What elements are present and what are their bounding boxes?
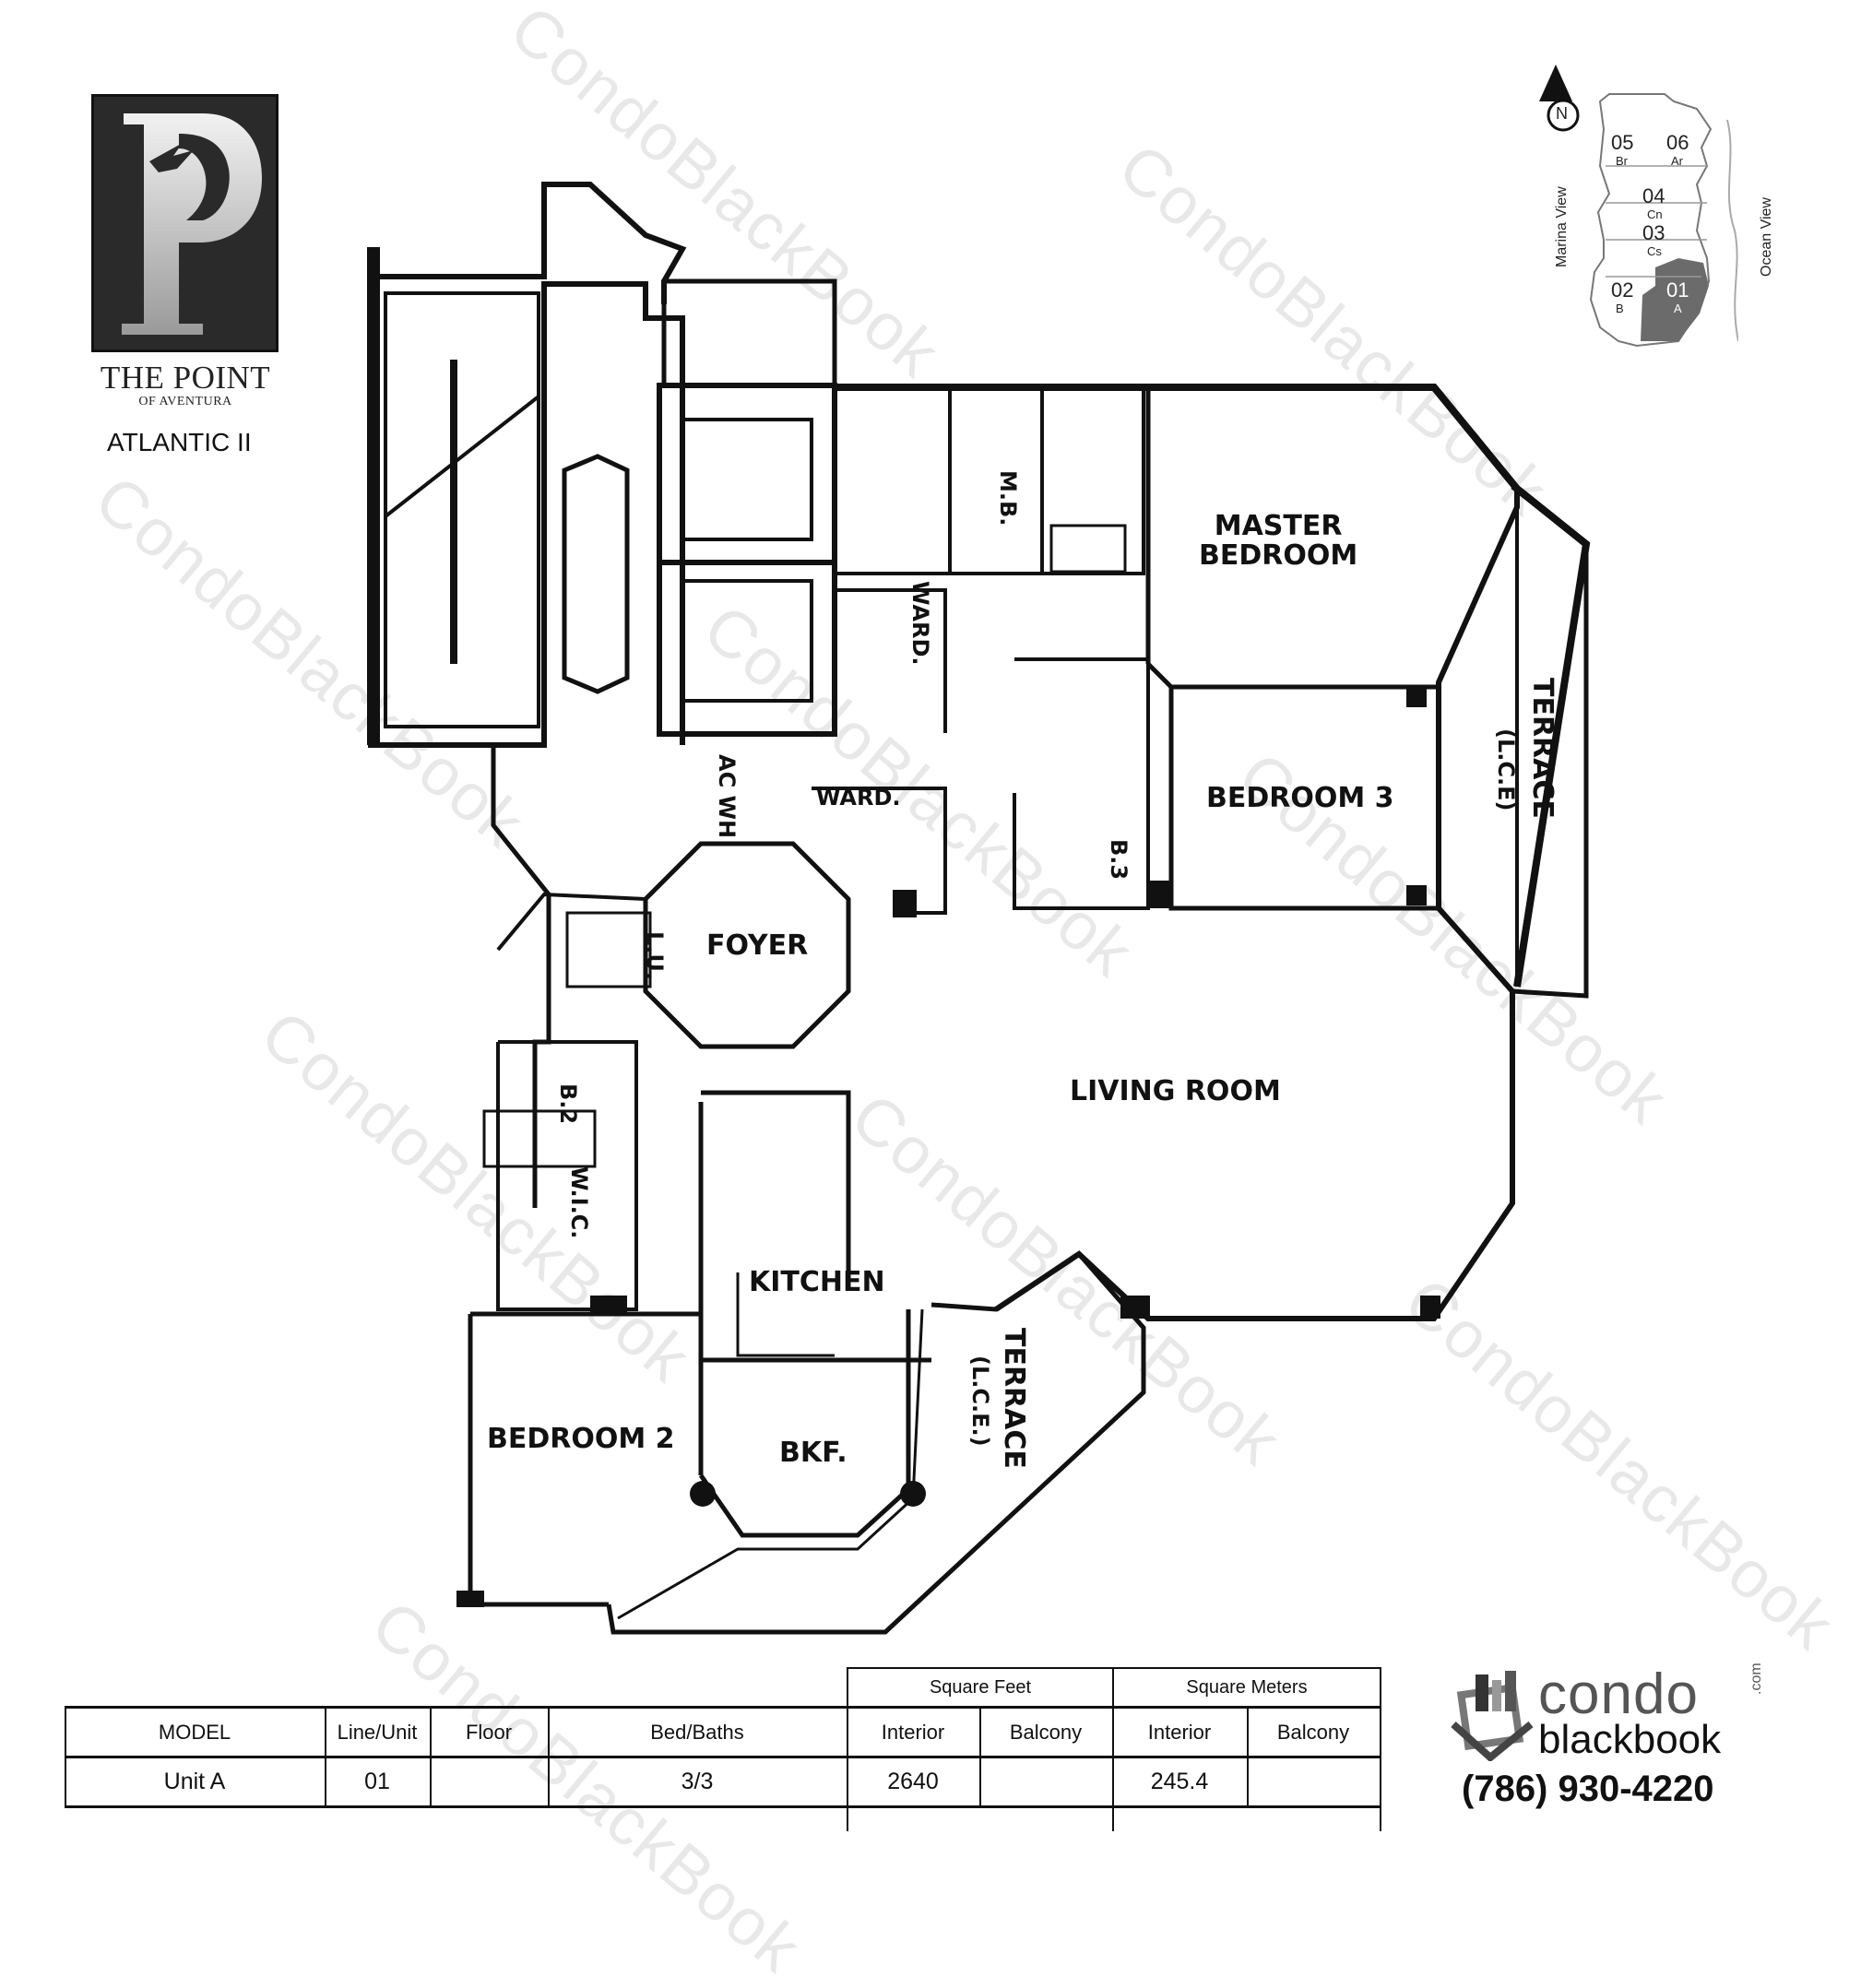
table-border — [325, 1706, 326, 1808]
table-border — [548, 1706, 550, 1808]
header-balcony-sqm: Balcony — [1276, 1720, 1350, 1744]
cell-line-unit: 01 — [364, 1769, 390, 1794]
header-line-unit: Line/Unit — [337, 1720, 418, 1744]
floor-plan — [367, 182, 1591, 1635]
table-border — [848, 1667, 1381, 1669]
marina-view-label: Marina View — [1554, 186, 1570, 267]
header-bed-baths: Bed/Baths — [650, 1720, 744, 1744]
room-terrace-east-lce: (L.C.E) — [1493, 728, 1519, 811]
cell-balcony-sqm — [1247, 1758, 1380, 1805]
header-balcony-sqft: Balcony — [1009, 1720, 1083, 1744]
building-name: ATLANTIC II — [107, 428, 252, 456]
cell-interior-sqft: 2640 — [887, 1769, 939, 1794]
key-unit-number: 02 — [1611, 278, 1634, 302]
group-header-square-feet: Square Feet — [929, 1676, 1032, 1698]
room-bedroom-2: BEDROOM 2 — [487, 1423, 675, 1455]
room-ac-wh: AC WH — [714, 754, 740, 839]
room-master-bedroom: MASTER BEDROOM — [1199, 510, 1358, 572]
brand-blackbook: blackbook — [1538, 1717, 1722, 1762]
room-master-bath: M.B. — [995, 470, 1021, 527]
key-unit-code: Br — [1616, 154, 1628, 168]
key-plan-outline — [1539, 65, 1738, 348]
room-terrace-south: TERRACE — [998, 1328, 1030, 1469]
room-living-room: LIVING ROOM — [1070, 1075, 1281, 1107]
room-laundry: L.U. — [642, 931, 668, 981]
room-wardrobe-lower: WARD. — [816, 785, 901, 811]
table-border — [65, 1706, 66, 1808]
key-unit-code: Ar — [1671, 154, 1683, 168]
header-interior-sqm: Interior — [1147, 1720, 1212, 1744]
header-interior-sqft: Interior — [881, 1720, 945, 1744]
room-foyer: FOYER — [706, 929, 809, 962]
table-border — [1112, 1667, 1114, 1831]
room-breakfast: BKF. — [779, 1437, 847, 1469]
table-border — [65, 1706, 1381, 1709]
header-model: MODEL — [158, 1720, 231, 1744]
room-terrace-south-lce: (L.C.E.) — [967, 1355, 993, 1447]
key-unit-code-selected: A — [1674, 302, 1682, 315]
cell-balcony-sqft — [979, 1758, 1112, 1805]
table-border — [1247, 1706, 1249, 1808]
brand-name: THE POINT — [100, 360, 271, 396]
key-unit-number-selected: 01 — [1666, 278, 1689, 302]
brand-dotcom: .com — [1748, 1663, 1764, 1695]
group-header-square-meters: Square Meters — [1186, 1676, 1308, 1698]
key-north-label: N — [1556, 104, 1568, 123]
brand-logo-mark — [91, 94, 279, 352]
spec-table: Square Feet Square Meters MODEL Line/Uni… — [65, 1667, 1381, 1831]
table-border — [979, 1706, 981, 1808]
cell-model: Unit A — [163, 1769, 226, 1794]
condoblackbook-logo-icon — [1451, 1671, 1534, 1761]
cell-interior-sqm: 245.4 — [1150, 1769, 1209, 1794]
cell-bed-baths: 3/3 — [681, 1769, 714, 1794]
room-walk-in-closet: W.I.C. — [566, 1166, 592, 1239]
brand-condo: condo — [1538, 1663, 1699, 1726]
brand-subtitle: OF AVENTURA — [138, 395, 232, 408]
table-border — [65, 1756, 1381, 1758]
key-unit-number: 06 — [1666, 131, 1689, 154]
table-border — [430, 1706, 432, 1808]
key-unit-code: B — [1616, 302, 1624, 315]
key-unit-code: Cn — [1647, 207, 1663, 221]
phone-number[interactable]: (786) 930-4220 — [1462, 1769, 1714, 1809]
key-unit-number: 03 — [1642, 221, 1665, 244]
room-bath-2: B.2 — [555, 1083, 581, 1125]
key-unit-number: 05 — [1611, 131, 1634, 154]
key-unit-number: 04 — [1642, 184, 1665, 207]
room-bedroom-3: BEDROOM 3 — [1206, 782, 1394, 814]
ocean-view-label: Ocean View — [1759, 197, 1774, 277]
table-border — [847, 1667, 848, 1831]
room-terrace-east: TERRACE — [1526, 678, 1559, 819]
key-unit-code: Cs — [1647, 244, 1662, 258]
cell-floor — [430, 1758, 548, 1805]
table-border — [1380, 1667, 1381, 1831]
room-bath-3: B.3 — [1106, 839, 1132, 881]
room-wardrobe-upper: WARD. — [907, 581, 933, 666]
room-kitchen: KITCHEN — [749, 1266, 885, 1298]
header-floor: Floor — [465, 1720, 513, 1744]
table-border — [65, 1805, 1381, 1808]
